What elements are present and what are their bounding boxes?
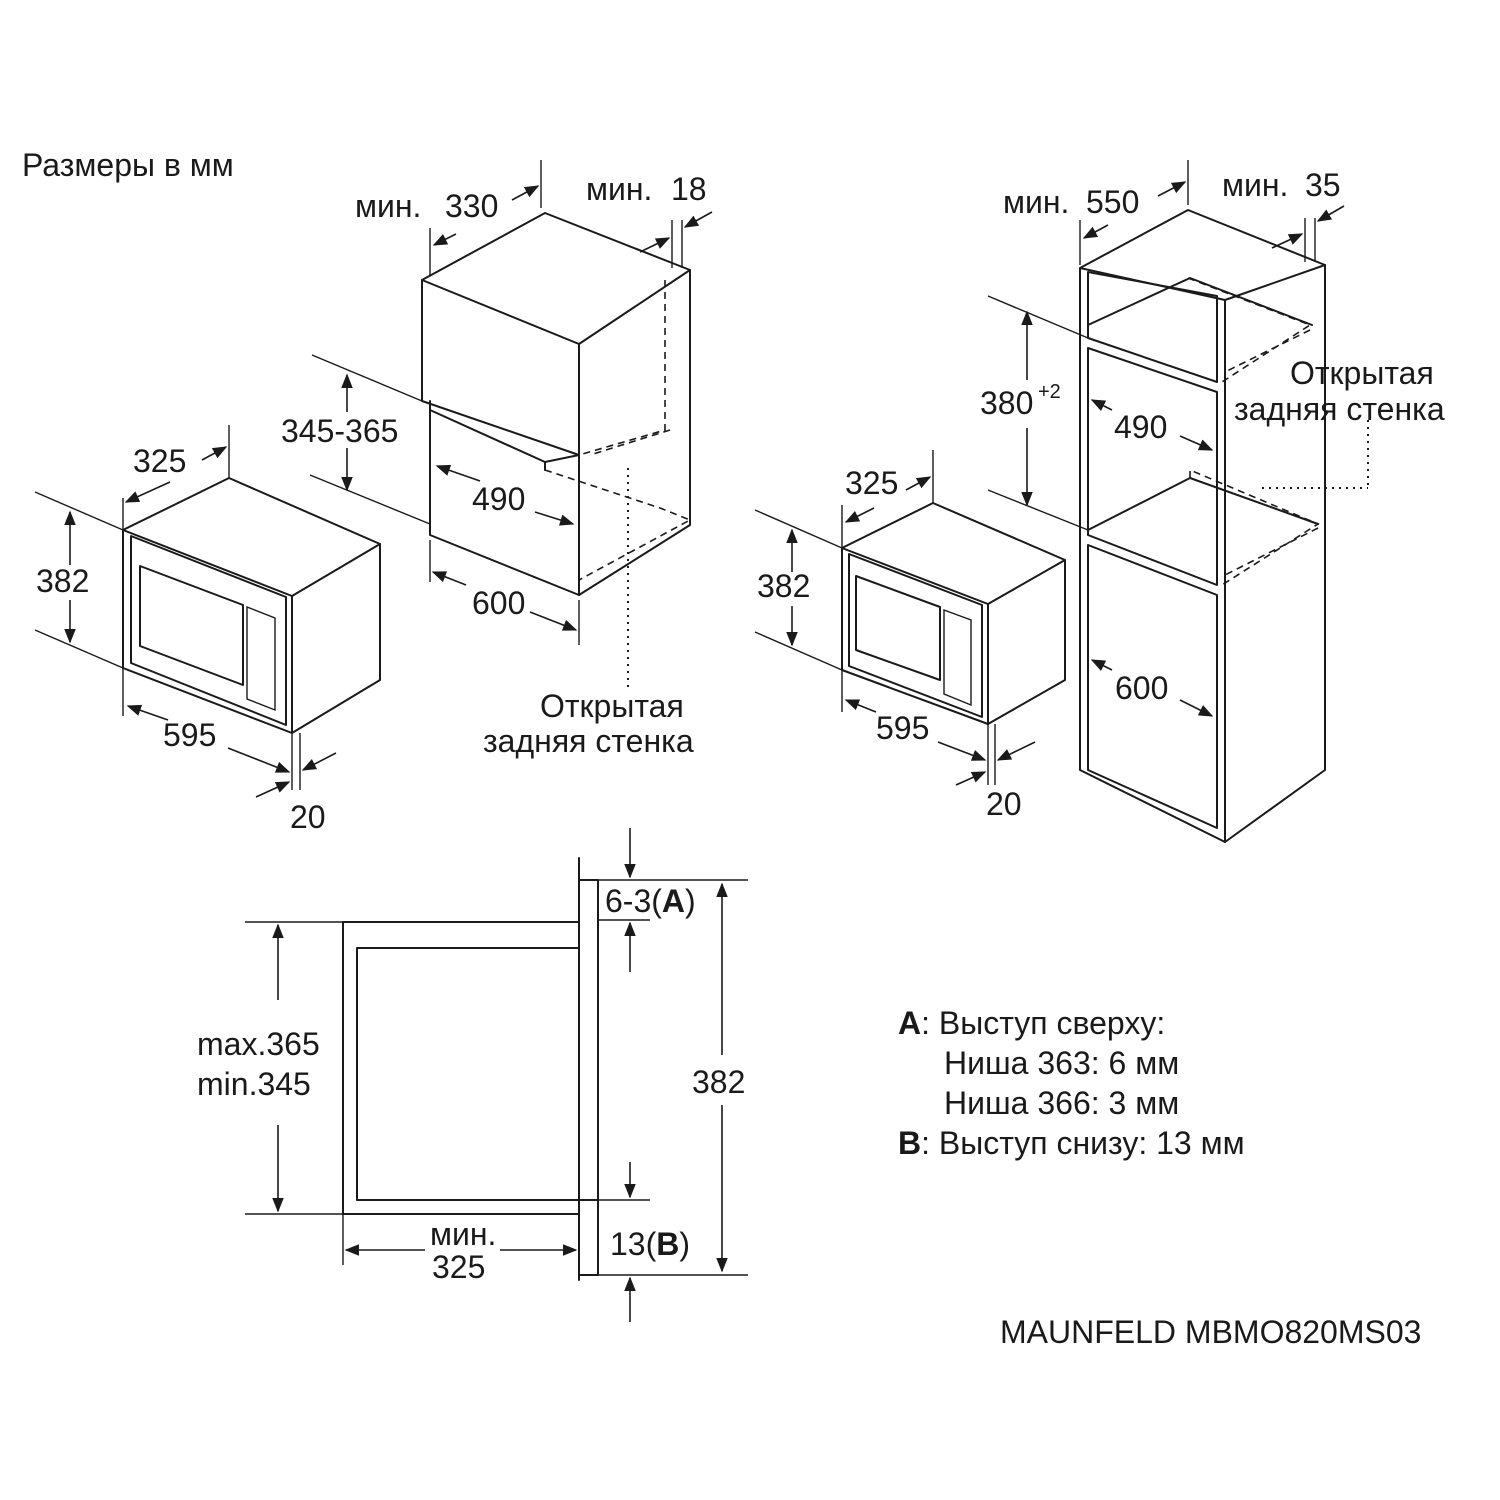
side-bottom-gap-label: 13(B) [610, 1226, 690, 1262]
tall-gap-min-prefix: мин. [1222, 167, 1288, 203]
tall-gap-min-value: 35 [1305, 167, 1341, 203]
tall-width-min-prefix: мин. [1003, 184, 1069, 220]
legend-b-letter: B [898, 1125, 921, 1161]
appliance-left-drawing [122, 477, 381, 734]
side-section-dimensions [245, 828, 748, 1322]
legend: A: Выступ сверху: Ниша 363: 6 мм Ниша 36… [898, 1005, 1245, 1161]
left-width-label: 595 [163, 717, 216, 753]
legend-a-title: : Выступ сверху: [921, 1005, 1165, 1041]
side-bottom-gap-close: ) [679, 1226, 690, 1262]
side-section-drawing [342, 857, 599, 1281]
right-width-label: 595 [876, 710, 929, 746]
tall-install-drawing [1079, 209, 1369, 843]
side-top-gap-value: 6-3 [605, 883, 651, 919]
side-depth-prefix: мин. [430, 1216, 496, 1252]
cabinet-gap-min-prefix: мин. [586, 171, 652, 207]
legend-a-letter: A [898, 1005, 921, 1041]
legend-b-text: : Выступ снизу: 13 мм [921, 1125, 1244, 1161]
tall-inner-depth-label: 490 [1114, 409, 1167, 445]
appliance-left-dimensions [34, 425, 337, 798]
cabinet-inner-depth-label: 490 [472, 481, 525, 517]
side-bottom-gap-letter: B [656, 1226, 679, 1262]
tall-open-back-line1: Открытая [1290, 355, 1434, 391]
cabinet-install-dimensions [309, 160, 713, 645]
side-total-height-label: 382 [692, 1064, 745, 1100]
cabinet-gap-min-value: 18 [671, 171, 707, 207]
tall-width-min-value: 550 [1086, 184, 1139, 220]
legend-a-line2: Ниша 366: 3 мм [944, 1085, 1179, 1121]
tall-niche-height-tolerance: +2 [1038, 381, 1061, 403]
legend-a-row: A: Выступ сверху: [898, 1005, 1165, 1041]
side-top-gap-label: 6-3(A) [605, 883, 696, 919]
right-depth-label: 325 [845, 465, 898, 501]
legend-a-line1: Ниша 363: 6 мм [944, 1045, 1179, 1081]
cabinet-install-drawing [421, 212, 692, 688]
right-height-label: 382 [757, 568, 810, 604]
cabinet-open-back-line2: задняя стенка [483, 723, 694, 759]
side-niche-max-label: max.365 [197, 1026, 320, 1062]
cabinet-width-min-value: 330 [445, 188, 498, 224]
side-top-gap-letter: A [662, 883, 685, 919]
tall-niche-width-label: 600 [1115, 670, 1168, 706]
cabinet-width-min-prefix: мин. [355, 188, 421, 224]
left-depth-label: 325 [133, 443, 186, 479]
appliance-right-drawing [841, 502, 1066, 725]
units-label: Размеры в мм [22, 147, 234, 183]
left-height-label: 382 [36, 563, 89, 599]
side-niche-min-label: min.345 [197, 1066, 311, 1102]
cabinet-niche-height-label: 345-365 [281, 413, 398, 449]
tall-niche-height-label: 380 [980, 385, 1033, 421]
left-frame-label: 20 [290, 799, 326, 835]
cabinet-open-back-line1: Открытая [540, 688, 684, 724]
right-frame-label: 20 [986, 786, 1022, 822]
tall-open-back-line2: задняя стенка [1234, 391, 1445, 427]
side-bottom-gap-value: 13 [610, 1226, 646, 1262]
legend-b-row: B: Выступ снизу: 13 мм [898, 1125, 1245, 1161]
side-depth-value: 325 [432, 1249, 485, 1285]
side-top-gap-open: ( [651, 883, 662, 919]
tall-install-dimensions [987, 160, 1345, 717]
appliance-right-dimensions [754, 450, 1036, 786]
side-top-gap-close: ) [685, 883, 696, 919]
model-name: MAUNFELD MBMO820MS03 [1000, 1314, 1421, 1350]
cabinet-niche-width-label: 600 [472, 585, 525, 621]
side-bottom-gap-open: ( [646, 1226, 657, 1262]
